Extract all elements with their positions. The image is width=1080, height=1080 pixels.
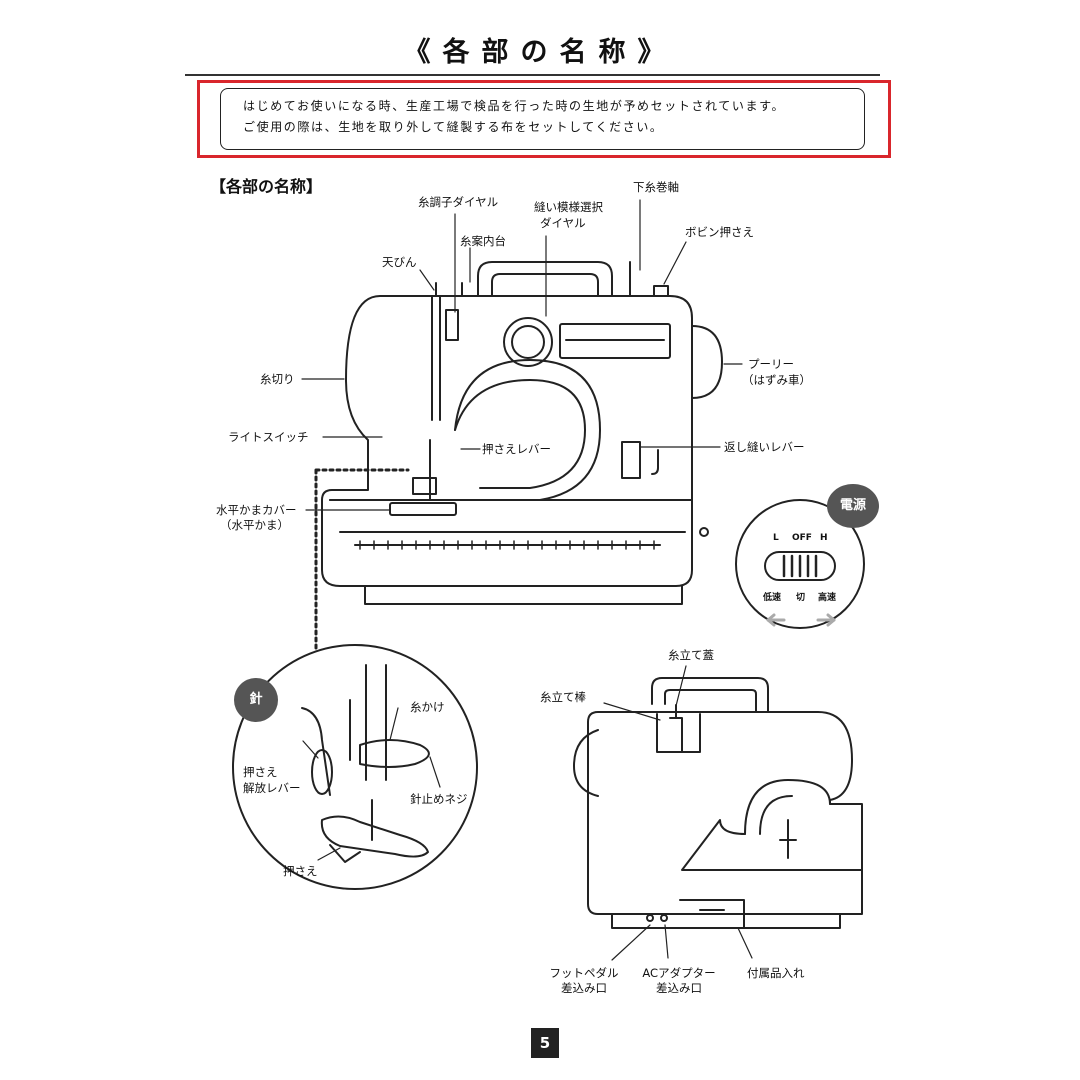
machine-back-illustration bbox=[573, 677, 863, 929]
page-title: 《各部の名称》 bbox=[403, 37, 677, 68]
label-ac-adapter-jack-2: 差込み口 bbox=[656, 981, 702, 995]
power-label-high: 高速 bbox=[818, 593, 837, 603]
label-stitch-select-dial-2: ダイヤル bbox=[540, 216, 586, 230]
needle-badge: 針 bbox=[234, 678, 278, 722]
notice-highlight-frame bbox=[197, 80, 891, 158]
label-needle-screw: 針止めネジ bbox=[410, 792, 468, 806]
label-spool-pin: 糸立て棒 bbox=[540, 690, 586, 704]
title-divider bbox=[185, 74, 880, 76]
label-bobbin-cover-2: （水平かま） bbox=[220, 518, 289, 532]
page-number: 5 bbox=[531, 1028, 559, 1058]
label-presser-release-2: 解放レバー bbox=[243, 781, 301, 795]
label-bobbin-winder: 下糸巻軸 bbox=[633, 180, 679, 194]
notice-line-2: ご使用の際は、生地を取り外して縫製する布をセットしてください。 bbox=[243, 120, 664, 134]
label-spool-cap: 糸立て蓋 bbox=[668, 648, 714, 662]
label-thread-hook: 糸かけ bbox=[410, 700, 445, 714]
back-leader-lines bbox=[603, 665, 753, 961]
label-accessory-box: 付属品入れ bbox=[747, 966, 805, 980]
power-label-off: OFF bbox=[792, 533, 812, 543]
notice-line-1: はじめてお使いになる時、生産工場で検品を行った時の生地が予めセットされています。 bbox=[243, 99, 786, 113]
label-thread-tension-dial: 糸調子ダイヤル bbox=[418, 195, 499, 209]
power-switch-illustration bbox=[735, 499, 865, 629]
label-presser-foot: 押さえ bbox=[283, 864, 318, 878]
bed-scale bbox=[354, 540, 661, 550]
power-label-low: 低速 bbox=[763, 593, 782, 603]
section-heading: 【各部の名称】 bbox=[210, 177, 323, 196]
power-label-cut: 切 bbox=[796, 593, 806, 603]
leader-lines bbox=[301, 199, 743, 511]
label-thread-cutter: 糸切り bbox=[260, 372, 295, 386]
power-label-h: H bbox=[820, 533, 828, 543]
label-thread-guide: 糸案内台 bbox=[460, 234, 506, 248]
label-foot-pedal-jack-1: フットペダル bbox=[549, 966, 619, 980]
label-ac-adapter-jack-1: ACアダプター bbox=[642, 966, 716, 980]
label-presser-release-1: 押さえ bbox=[243, 765, 278, 779]
label-take-up-lever: 天びん bbox=[382, 255, 417, 269]
label-foot-pedal-jack-2: 差込み口 bbox=[561, 981, 607, 995]
label-reverse-lever: 返し縫いレバー bbox=[724, 440, 805, 454]
power-label-l: L bbox=[773, 533, 779, 543]
power-badge: 電源 bbox=[827, 484, 879, 528]
label-presser-lever: 押さえレバー bbox=[482, 442, 551, 456]
label-light-switch: ライトスイッチ bbox=[228, 430, 309, 444]
notice-box: はじめてお使いになる時、生産工場で検品を行った時の生地が予めセットされています。… bbox=[220, 88, 865, 150]
label-bobbin-stopper: ボビン押さえ bbox=[685, 225, 754, 239]
needle-detail-illustration bbox=[232, 644, 478, 890]
label-pulley-2: （はずみ車） bbox=[742, 373, 811, 387]
label-pulley-1: プーリー bbox=[748, 357, 794, 371]
label-stitch-select-dial-1: 縫い模様選択 bbox=[534, 200, 603, 214]
machine-front-illustration bbox=[321, 261, 723, 605]
label-bobbin-cover-1: 水平かまカバー bbox=[216, 503, 297, 517]
